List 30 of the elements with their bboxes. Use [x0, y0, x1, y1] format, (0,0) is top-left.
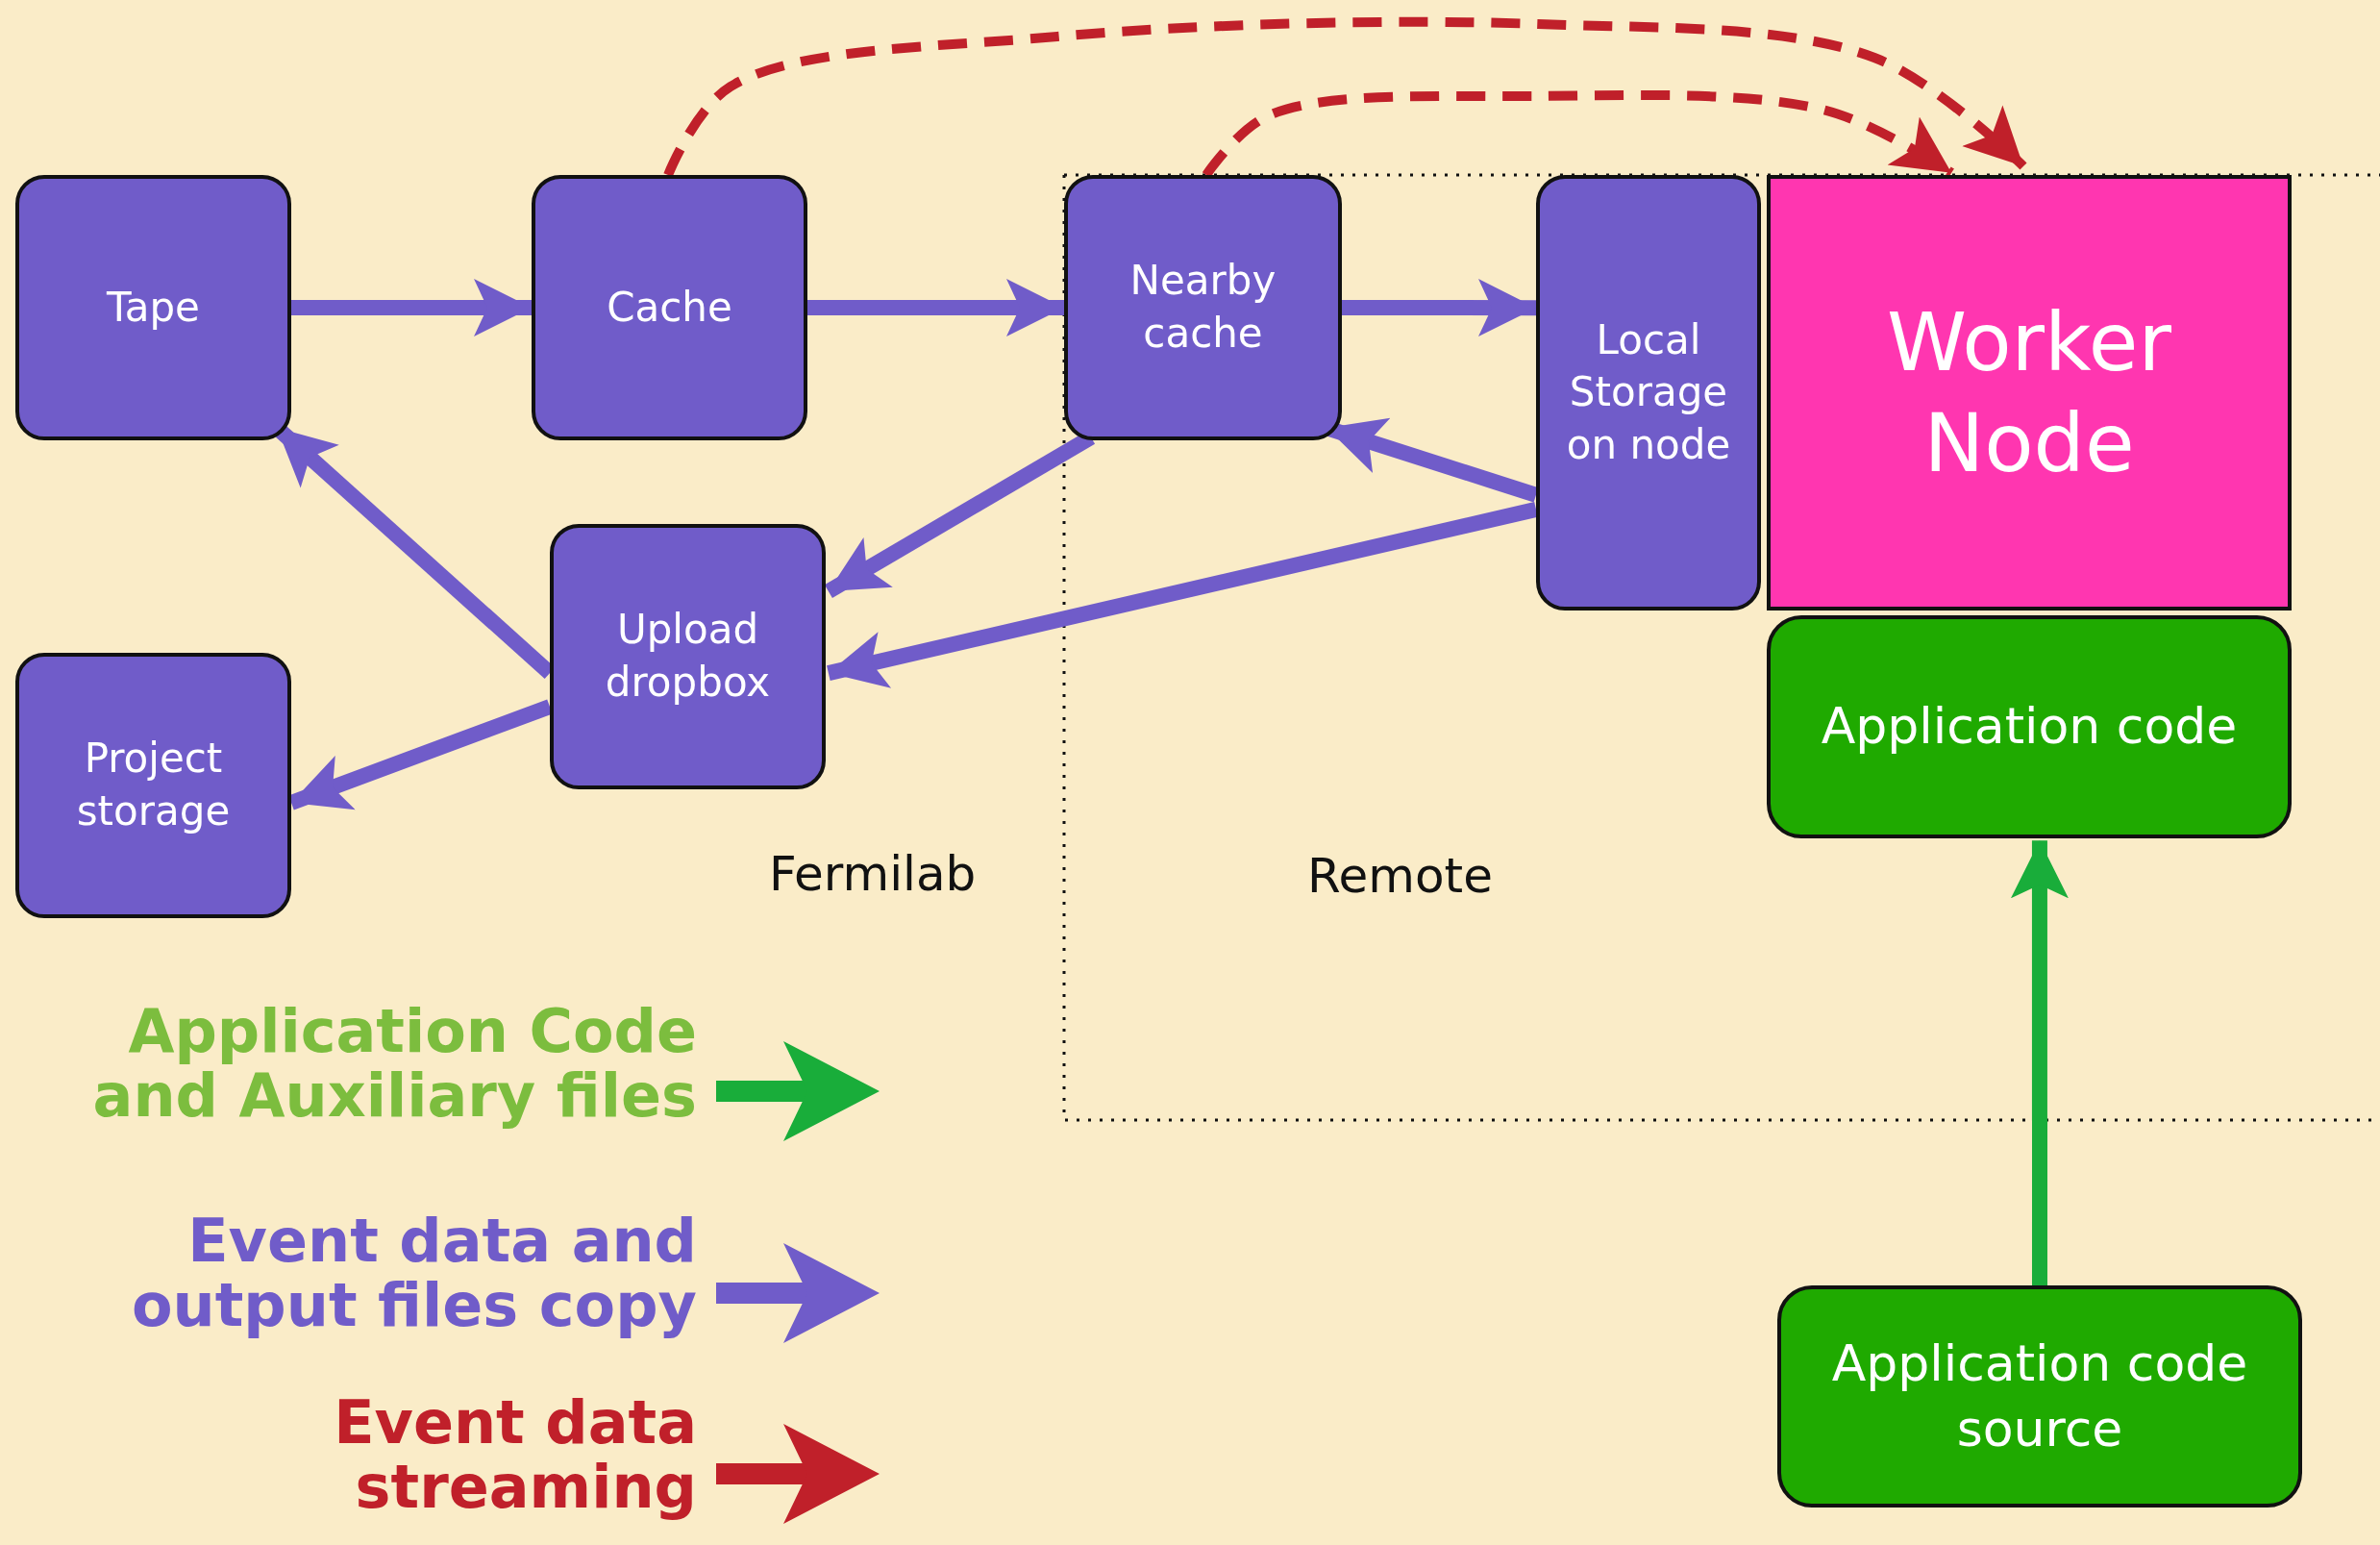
code-box	[1767, 615, 2292, 838]
legend-text: Event data streaming	[333, 1391, 697, 1520]
node-label: Project storage	[75, 734, 232, 836]
storage-box	[1536, 175, 1761, 611]
node-label: Upload dropbox	[604, 605, 772, 708]
arrow	[2010, 840, 2069, 1285]
node-label: Tape	[106, 282, 201, 333]
arrow	[827, 502, 1538, 688]
arrow	[663, 16, 2027, 178]
region-label: Remote	[1307, 848, 1493, 904]
node-label: Application code source	[1830, 1333, 2249, 1459]
arrow	[1342, 279, 1537, 337]
node-label: Worker Node	[1886, 293, 2172, 492]
arrow	[291, 279, 532, 336]
storage-box	[15, 175, 291, 440]
region-label: Fermilab	[769, 846, 977, 902]
arrow	[1202, 89, 1954, 178]
storage-box	[15, 653, 291, 918]
storage-box	[1064, 175, 1342, 440]
worker-node-box	[1767, 175, 2292, 611]
node-label: Cache	[606, 282, 733, 333]
code-box	[1777, 1285, 2302, 1508]
storage-box	[550, 524, 826, 789]
node-label: Local Storage on node	[1565, 314, 1732, 470]
legend-text: Application Code and Auxiliary files	[91, 1000, 697, 1129]
node-label: Nearby cache	[1128, 256, 1277, 359]
arrow	[807, 279, 1064, 336]
storage-box	[532, 175, 807, 440]
legend-text: Event data and output files copy	[131, 1209, 697, 1338]
node-label: Application code	[1820, 696, 2239, 758]
